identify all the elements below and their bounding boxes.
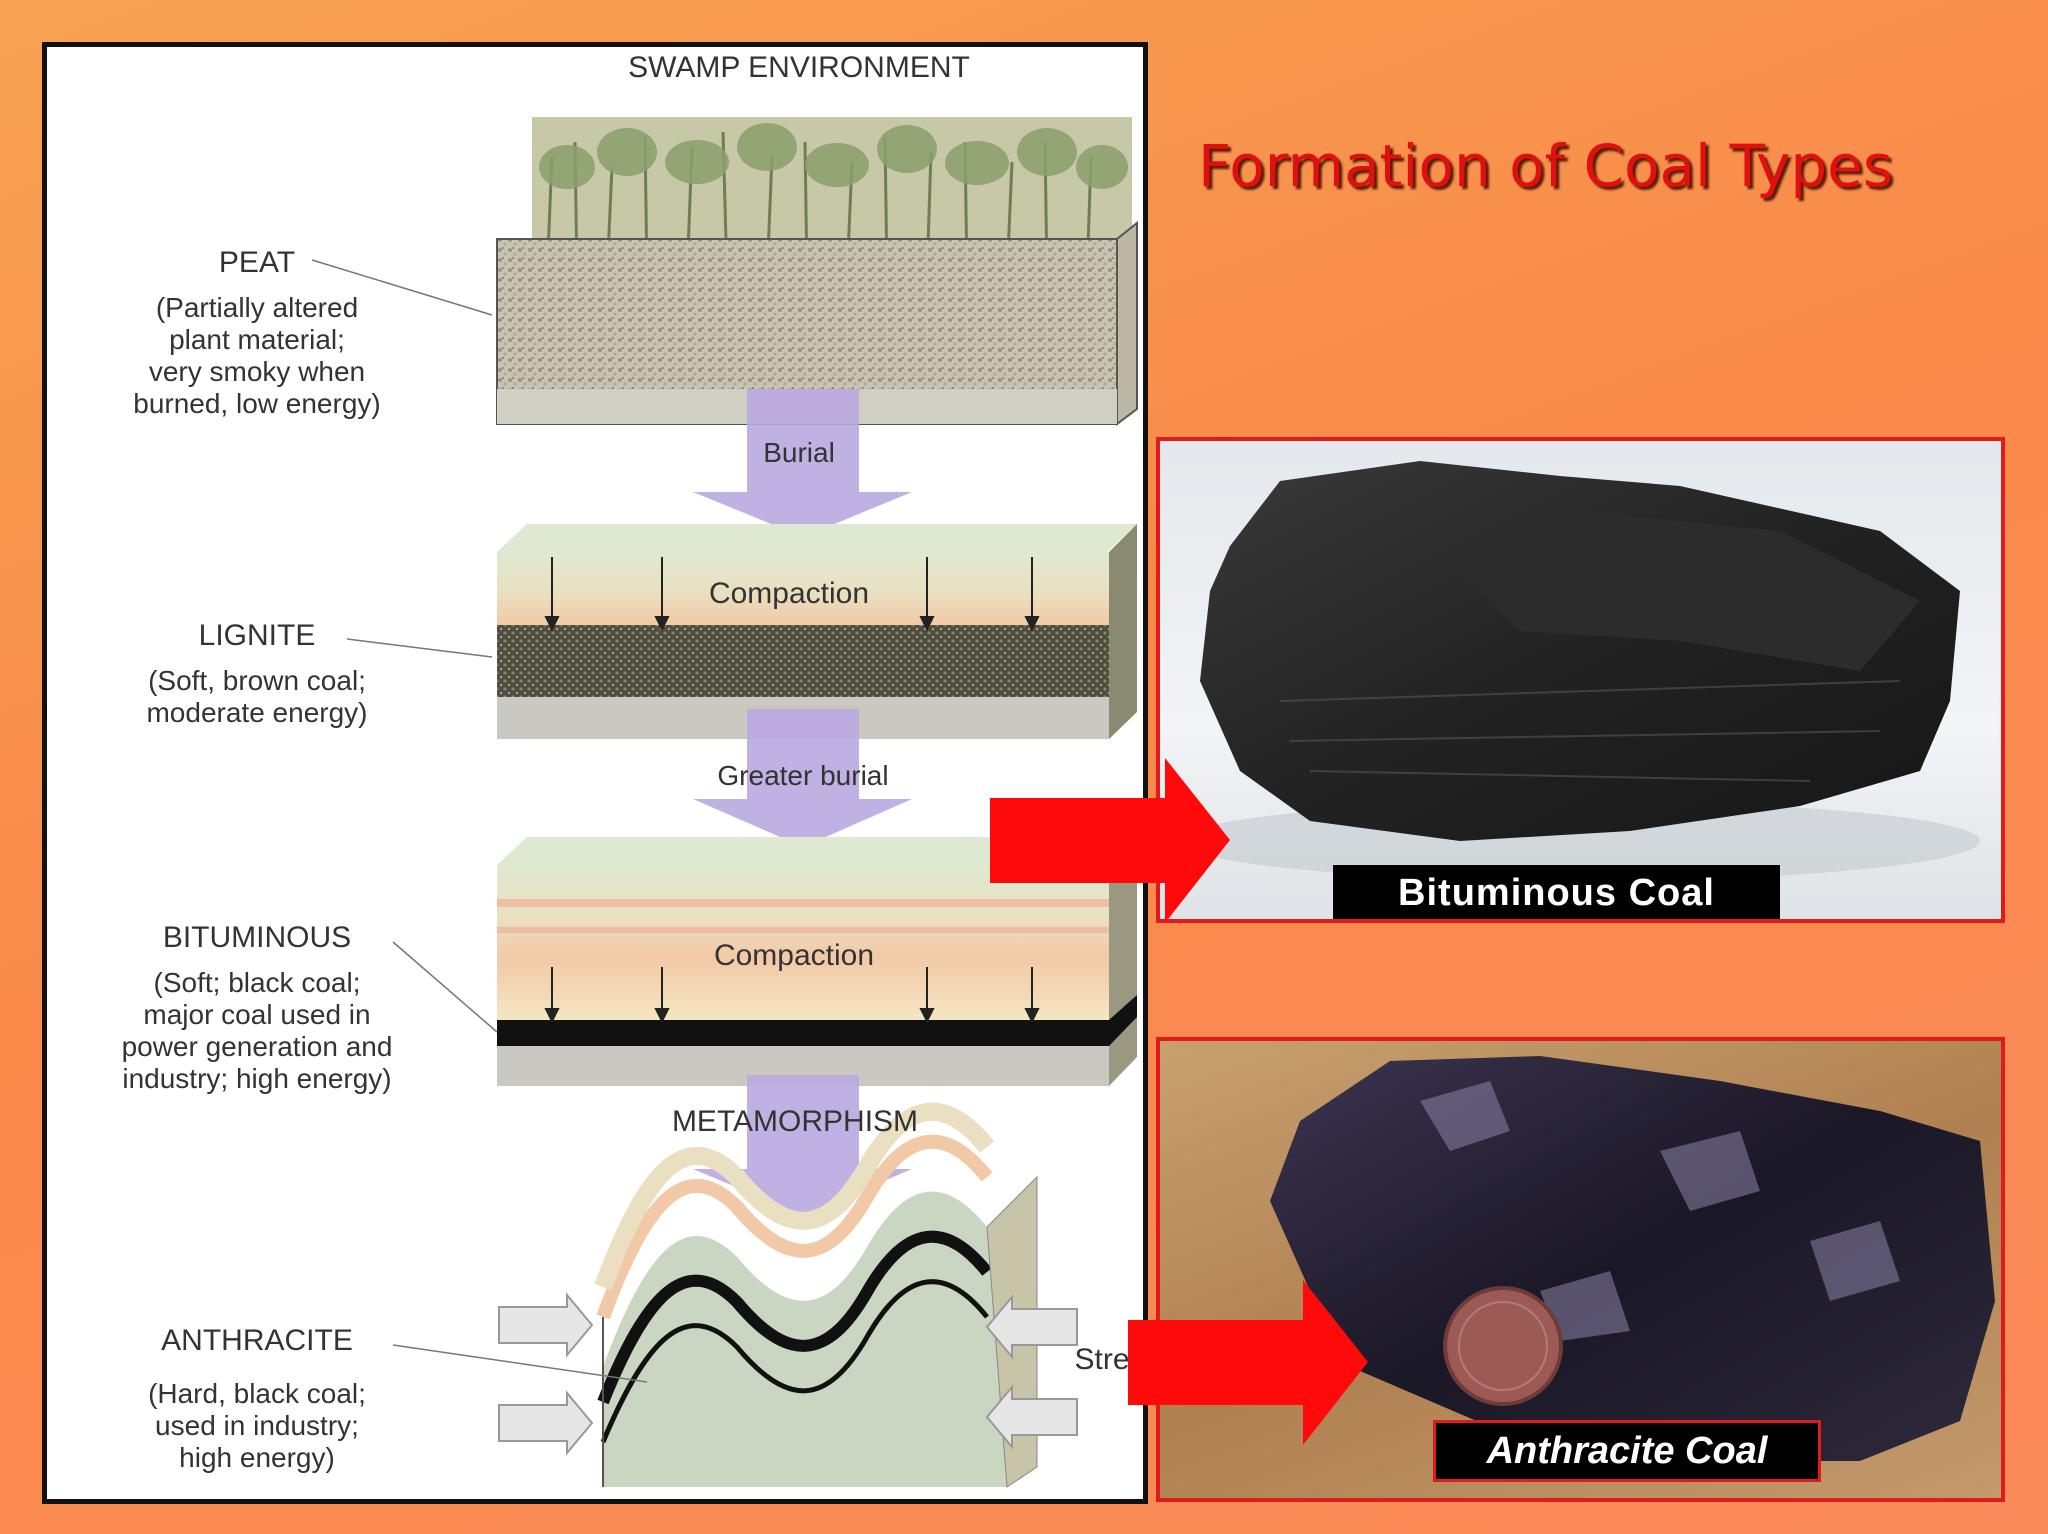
peat-label: PEAT bbox=[219, 246, 295, 279]
anthracite-caption: Anthracite Coal bbox=[1433, 1420, 1821, 1482]
coal-formation-diagram: SWAMP ENVIRONMENT PEAT (Partially altere… bbox=[42, 42, 1148, 1504]
anthracite-label: ANTHRACITE bbox=[161, 1324, 353, 1357]
greater-burial-label: Greater burial bbox=[717, 760, 888, 791]
anthracite-coal-photo: Anthracite Coal bbox=[1156, 1037, 2005, 1502]
red-arrow-to-bituminous bbox=[990, 758, 1230, 923]
compaction-label: Compaction bbox=[714, 939, 874, 972]
lignite-label: LIGNITE bbox=[199, 619, 316, 652]
peat-desc-line: (Partially altered bbox=[156, 292, 358, 323]
penny-coin bbox=[1443, 1286, 1563, 1406]
anthracite-block bbox=[498, 1102, 1078, 1488]
lignite-desc-line: (Soft, brown coal; bbox=[148, 665, 366, 696]
anthracite-desc-line: used in industry; bbox=[155, 1410, 359, 1441]
peat-desc-line: burned, low energy) bbox=[133, 388, 380, 419]
stress-arrow-left-bottom bbox=[498, 1390, 594, 1456]
bituminous-label: BITUMINOUS bbox=[163, 921, 351, 954]
burial-arrow bbox=[693, 389, 912, 537]
bituminous-coal-photo: Bituminous Coal bbox=[1156, 437, 2005, 923]
stress-arrow-left-top bbox=[498, 1292, 594, 1358]
bituminous-desc-line: power generation and bbox=[122, 1031, 393, 1062]
swamp-environment-label: SWAMP ENVIRONMENT bbox=[628, 51, 970, 84]
anthracite-rock-image bbox=[1270, 1056, 1995, 1461]
compaction-label: Compaction bbox=[709, 577, 869, 610]
bituminous-desc-line: (Soft; black coal; bbox=[154, 967, 361, 998]
bituminous-desc-line: industry; high energy) bbox=[122, 1063, 391, 1094]
bituminous-rock-image bbox=[1180, 461, 1980, 881]
anthracite-desc-line: (Hard, black coal; bbox=[148, 1378, 366, 1409]
burial-label: Burial bbox=[763, 437, 835, 468]
slide-title: Formation of Coal Types bbox=[1198, 132, 1894, 200]
stress-arrow-right-top bbox=[985, 1294, 1078, 1360]
bituminous-desc-line: major coal used in bbox=[143, 999, 370, 1030]
metamorphism-label: METAMORPHISM bbox=[672, 1105, 918, 1138]
peat-desc-line: very smoky when bbox=[149, 356, 365, 387]
lignite-desc-line: moderate energy) bbox=[146, 697, 367, 728]
diagram-drawing: SWAMP ENVIRONMENT PEAT (Partially altere… bbox=[122, 51, 1143, 1488]
greater-burial-arrow bbox=[693, 709, 912, 847]
red-arrow-to-anthracite bbox=[1128, 1280, 1368, 1445]
peat-desc-line: plant material; bbox=[169, 324, 345, 355]
lignite-block bbox=[497, 524, 1137, 739]
anthracite-desc-line: high energy) bbox=[179, 1442, 335, 1473]
stress-arrow-right-bottom bbox=[985, 1384, 1078, 1450]
bituminous-caption: Bituminous Coal bbox=[1333, 865, 1780, 919]
